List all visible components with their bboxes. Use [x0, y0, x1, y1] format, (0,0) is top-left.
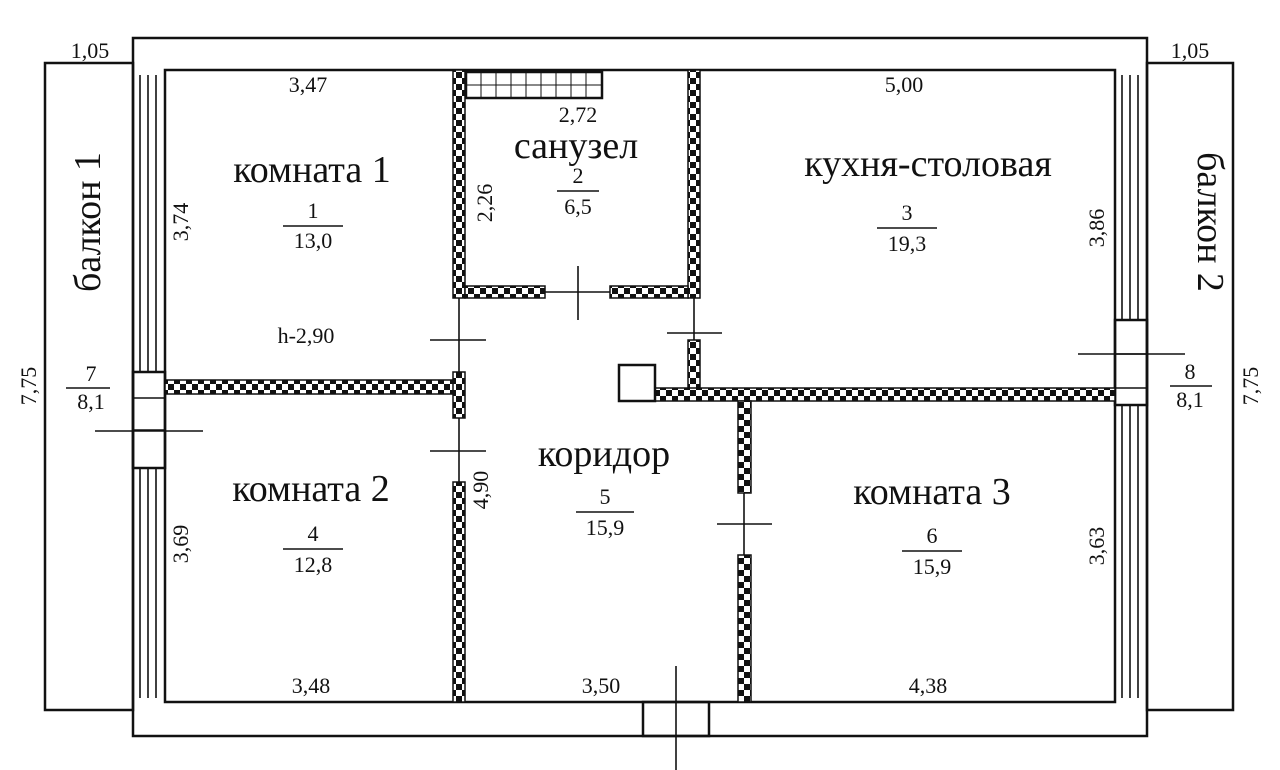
balcony-2-length: 7,75	[1238, 367, 1263, 406]
balcony-2-area: 8,1	[1176, 387, 1204, 412]
bathroom-number: 2	[573, 163, 584, 188]
balcony-2-number: 8	[1185, 359, 1196, 384]
balcony-1	[43, 61, 203, 712]
corridor-width: 3,50	[582, 673, 621, 698]
room-1-number: 1	[308, 198, 319, 223]
balcony-1-number: 7	[86, 361, 97, 386]
room-2-height: 3,69	[168, 525, 193, 564]
room-2-area: 12,8	[294, 552, 333, 577]
partitions	[164, 69, 1116, 703]
room-1-name: комната 1	[233, 149, 391, 191]
corridor-number: 5	[600, 484, 611, 509]
balcony-1-name: балкон 1	[67, 152, 109, 292]
room-2-width: 3,48	[292, 673, 331, 698]
room-3-width: 4,38	[909, 673, 948, 698]
room-2-number: 4	[308, 521, 319, 546]
kitchen-name: кухня-столовая	[804, 143, 1052, 185]
balcony-1-width: 1,05	[71, 38, 110, 63]
room-3-height: 3,63	[1084, 527, 1109, 566]
corridor-height: 4,90	[468, 471, 493, 510]
balcony-1-length: 7,75	[16, 367, 41, 406]
room-3-area: 15,9	[913, 554, 952, 579]
ceiling-height: h-2,90	[278, 323, 335, 348]
kitchen-area: 19,3	[888, 231, 927, 256]
kitchen-number: 3	[902, 200, 913, 225]
room-1-width: 3,47	[289, 72, 328, 97]
room-3-name: комната 3	[853, 471, 1011, 513]
bathroom-height: 2,26	[472, 184, 497, 223]
room-1-area: 13,0	[294, 228, 333, 253]
balcony-1-area: 8,1	[77, 389, 105, 414]
balcony-2-name: балкон 2	[1189, 152, 1231, 292]
room-2-name: комната 2	[232, 468, 390, 510]
doors	[430, 266, 772, 770]
balcony-2-width: 1,05	[1171, 38, 1210, 63]
corridor-area: 15,9	[586, 515, 625, 540]
kitchen-height: 3,86	[1084, 209, 1109, 248]
balcony-2	[1078, 61, 1235, 712]
room-3-number: 6	[927, 523, 938, 548]
bathroom-area: 6,5	[564, 194, 592, 219]
room-1-height: 3,74	[168, 203, 193, 242]
bathroom-name: санузел	[514, 125, 638, 167]
bathroom-fixtures	[464, 70, 657, 403]
corridor-name: коридор	[538, 433, 670, 475]
bathroom-width: 2,72	[559, 102, 598, 127]
kitchen-width: 5,00	[885, 72, 924, 97]
